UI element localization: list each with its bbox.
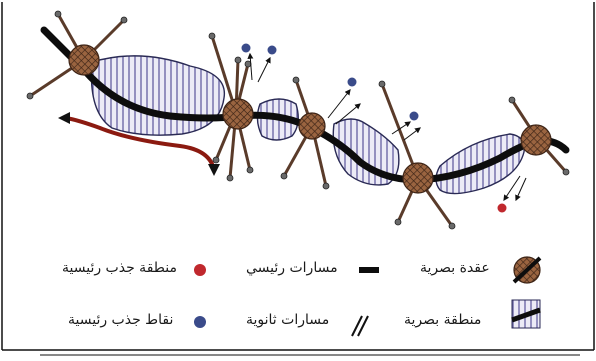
minor-attraction-point	[410, 112, 419, 121]
flow-arrow-head-right	[208, 164, 220, 176]
minor-attraction-point	[242, 44, 251, 53]
minor-attraction-point	[268, 46, 277, 55]
legend-visual-node-label: عقدة بصرية	[420, 260, 490, 276]
red-dot-icon	[194, 264, 206, 276]
flow-arrow-head-left	[58, 112, 70, 124]
visual-node	[403, 163, 433, 193]
legend-major-attraction-area-label: منطقة جذب رئيسية	[62, 260, 177, 276]
double-slash-icon	[352, 316, 368, 336]
thick-line-icon	[359, 267, 379, 273]
visual-node	[299, 113, 325, 139]
legend-secondary-paths-label: مسارات ثانوية	[246, 312, 329, 328]
legend-main-paths-label: مسارات رئيسي	[246, 260, 338, 276]
visual-node	[521, 125, 551, 155]
blue-dot-icon	[194, 316, 206, 328]
minor-attraction-point	[348, 78, 357, 87]
visual-node	[223, 99, 253, 129]
legend-major-attraction-points-label: نقاط جذب رئيسية	[68, 312, 173, 328]
hatched-circle-icon	[514, 257, 540, 283]
major-attraction-point	[498, 204, 507, 213]
legend-visual-zone-label: منطقة بصرية	[404, 312, 481, 328]
visual-node	[69, 45, 99, 75]
hatched-band-icon	[512, 300, 540, 328]
